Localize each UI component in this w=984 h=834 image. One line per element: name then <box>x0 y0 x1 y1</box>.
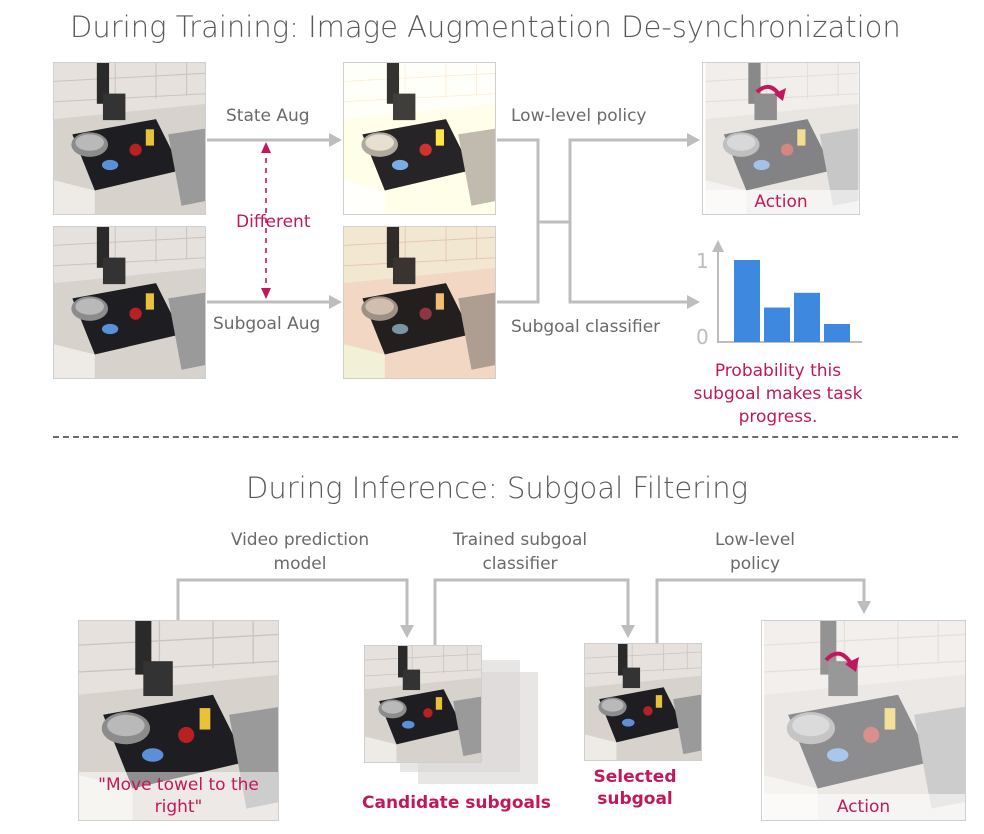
inference-title: During Inference: Subgoal Filtering <box>246 471 749 505</box>
selected-subgoal-label: Selected subgoal <box>575 766 695 810</box>
low-level-policy-inference-label: Low-level policy <box>690 528 820 576</box>
inference-action-label: Action <box>836 797 891 817</box>
different-label: Different <box>236 212 311 232</box>
instruction-line2: right" <box>154 797 203 817</box>
trained-classifier-line2: classifier <box>482 554 558 574</box>
probability-caption-line2: subgoal makes task <box>693 384 863 404</box>
instruction-line1: "Move towel to the <box>98 775 259 795</box>
video-prediction-line2: model <box>273 554 327 574</box>
trained-classifier-line1: Trained subgoal <box>452 530 588 550</box>
state-image <box>53 62 206 215</box>
low-level-line1: Low-level <box>714 530 796 550</box>
probability-caption: Probability this subgoal makes task prog… <box>688 360 868 429</box>
probability-bar-2 <box>764 307 790 342</box>
probability-bar-1 <box>734 260 760 342</box>
state-aug-label: State Aug <box>226 106 310 126</box>
candidate-subgoals-label: Candidate subgoals <box>362 793 551 813</box>
probability-chart: 1 0 <box>696 240 862 349</box>
y-axis-arrowhead <box>712 240 724 252</box>
training-action-label: Action <box>754 192 808 212</box>
probability-caption-line3: progress. <box>738 407 818 427</box>
training-title: During Training: Image Augmentation De-s… <box>70 10 901 44</box>
candidate-subgoal-image <box>364 645 482 763</box>
state-augmented-image <box>343 62 496 215</box>
subgoal-augmented-image <box>343 226 496 379</box>
probability-bar-4 <box>824 323 850 342</box>
inference-action-image: Action <box>761 620 966 821</box>
low-level-policy-label: Low-level policy <box>511 106 647 126</box>
video-prediction-label: Video prediction model <box>215 528 385 576</box>
y-tick-1: 1 <box>696 249 709 273</box>
y-tick-0: 0 <box>696 325 709 349</box>
section-divider <box>53 436 958 438</box>
current-observation-image: "Move towel to the right" <box>78 620 279 821</box>
subgoal-aug-label: Subgoal Aug <box>213 314 321 334</box>
selected-line2: subgoal <box>597 789 673 809</box>
instruction-text: "Move towel to the right" <box>79 774 278 818</box>
probability-caption-line1: Probability this <box>714 361 842 381</box>
instruction-band <box>79 772 278 820</box>
probability-bar-3 <box>794 292 820 342</box>
low-level-line2: policy <box>729 554 781 574</box>
training-action-image: Action <box>702 62 860 215</box>
training-action-band <box>703 190 859 214</box>
selected-subgoal-image <box>584 643 702 761</box>
selected-line1: Selected <box>593 767 677 787</box>
inference-action-band <box>762 794 965 820</box>
subgoal-image <box>53 226 206 379</box>
video-prediction-line1: Video prediction <box>230 530 370 550</box>
trained-classifier-label: Trained subgoal classifier <box>440 528 600 576</box>
subgoal-classifier-label: Subgoal classifier <box>511 317 661 337</box>
